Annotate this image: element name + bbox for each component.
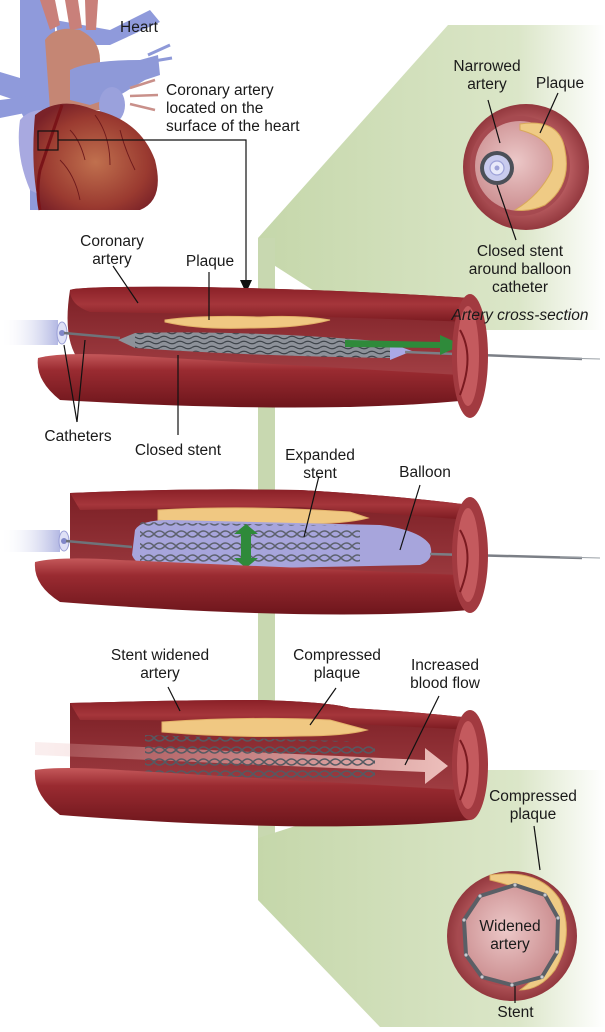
label-coronary-artery: Coronary artery [80, 233, 144, 268]
leader-zoom-arrow [58, 139, 247, 285]
label-widened-artery: Widened artery [479, 918, 541, 953]
cross-section-narrowed [463, 104, 589, 230]
artery-step2 [0, 489, 601, 615]
label-heart: Heart [120, 19, 158, 36]
cross-section-widened [447, 871, 577, 1001]
label-plaque-top: Plaque [535, 75, 585, 92]
leader-catheter-2 [76, 339, 86, 423]
label-expanded-stent: Expanded stent [285, 447, 355, 482]
leader-balloon [399, 484, 421, 551]
heart-illustration [0, 0, 173, 211]
label-compressed-plaque-bottom: Compressed plaque [489, 788, 577, 823]
label-compressed-plaque-step3: Compressed plaque [293, 647, 381, 682]
label-stent-bottom: Stent [497, 1004, 534, 1021]
label-closed-stent: Closed stent [134, 442, 222, 459]
artery-step3 [34, 700, 488, 827]
leader-closed-stent-top [496, 184, 517, 241]
arrowhead-icon [240, 280, 252, 293]
label-plaque-step1: Plaque [185, 253, 235, 270]
leader-compressed-plaque-bottom [533, 825, 541, 871]
label-increased-blood-flow: Increased blood flow [410, 657, 480, 692]
leader-compressed-plaque-step3 [309, 687, 337, 726]
artery-step1 [0, 286, 601, 418]
caption-artery-cross-section: Artery cross-section [451, 307, 589, 324]
label-balloon: Balloon [399, 464, 451, 481]
leader-stent-widened [167, 686, 181, 712]
leader-catheter-1 [63, 344, 78, 423]
leader-plaque-top [539, 92, 559, 134]
label-stent-widened-artery: Stent widened artery [110, 647, 210, 682]
label-narrowed-artery: Narrowed artery [453, 58, 521, 93]
label-closed-stent-around-balloon: Closed stent around balloon catheter [468, 243, 572, 296]
leader-narrowed-artery [487, 99, 501, 144]
leader-blood-flow [404, 695, 440, 766]
label-catheters: Catheters [44, 428, 112, 445]
leader-coronary-artery [112, 265, 139, 304]
label-coronary-location: Coronary artery located on the surface o… [166, 82, 300, 135]
leader-expanded-stent [303, 475, 320, 538]
